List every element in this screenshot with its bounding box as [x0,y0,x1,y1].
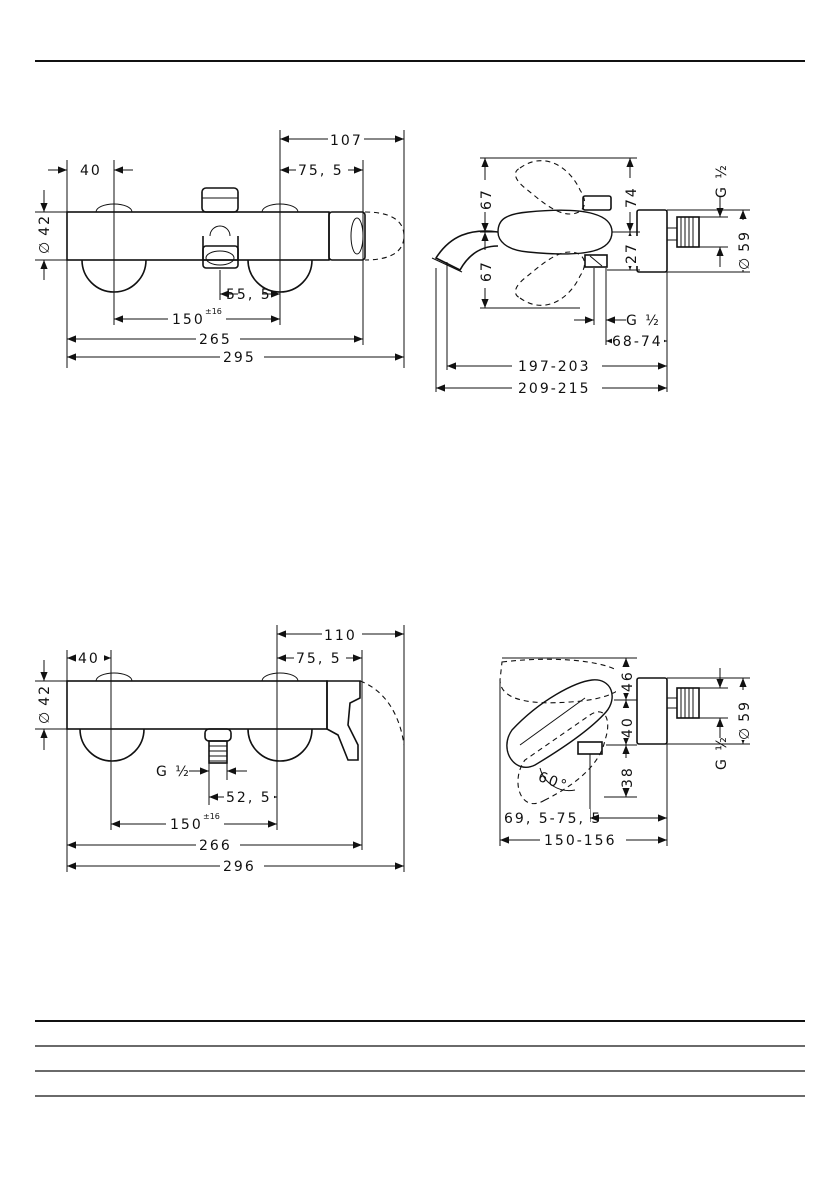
wall-plate [637,678,667,744]
dim-42: 42 [37,684,53,706]
handle-swing-outline [365,212,404,260]
diverter-knob [202,188,238,212]
dim-46: 46 [620,670,636,692]
svg-text:∅59: ∅ 59 [737,700,753,740]
dim-74: 74 [624,186,640,208]
diameter-symbol: ∅ [737,726,753,740]
diameter-symbol: ∅ [37,240,53,254]
mixer-body [67,212,329,260]
lever-swing-down [515,252,584,305]
dim-59: 59 [737,700,753,722]
dim-69-5-75-5: 69, 5-75, 5 [504,811,602,827]
bottom-valve [578,742,602,754]
dim-67-upper: 67 [479,188,495,210]
dim-42: 42 [37,214,53,236]
dim-40: 40 [78,651,100,667]
shower-outlet [205,729,231,741]
top-cap [583,196,611,210]
dim-52-5: 52, 5 [226,790,272,806]
dim-150-156: 150-156 [544,833,617,849]
angle-60: 60° [536,769,570,795]
dim-59: 59 [737,230,753,252]
dim-265: 265 [199,332,232,348]
lever-handle [327,681,360,760]
dim-107: 107 [330,133,363,149]
wall-plate [637,210,667,272]
bath-mixer-front-view: 40 107 75, 5 ∅ 42 55, 5 150 ±16 265 295 [35,130,404,368]
svg-text:∅59: ∅ 59 [737,230,753,270]
dim-266: 266 [199,838,232,854]
bath-mixer-side-view: 67 67 74 27 G ½ ∅ 59 G ½ 68-74 197-203 [432,158,753,397]
dim-55-5: 55, 5 [226,287,272,303]
thread-g-half-right: G ½ [714,163,730,198]
left-wall-connector [80,729,144,761]
dim-209-215: 209-215 [518,381,591,397]
tolerance-16: ±16 [203,812,220,821]
lever-side [498,210,612,254]
threaded-connector [677,688,699,718]
dim-75-5: 75, 5 [296,651,342,667]
thread-g-half-bottom: G ½ [626,313,661,329]
diameter-symbol: ∅ [737,256,753,270]
dim-68-74: 68-74 [612,334,663,350]
dim-150: 150 [170,817,203,833]
dim-296: 296 [223,859,256,875]
shower-mixer-front-view: 40 110 75, 5 ∅ 42 G ½ 52, 5 150 ±16 266 2… [35,625,404,875]
diameter-symbol: ∅ [37,710,53,724]
dim-40: 40 [80,163,102,179]
shower-mixer-side-view: 60° 46 40 38 ∅59 G ½ 69, [500,658,753,849]
dim-295: 295 [223,350,256,366]
dim-40: 40 [620,716,636,738]
mixer-body [67,681,327,729]
lever-swing-up [515,161,584,214]
threaded-connector [677,217,699,247]
thread-g-half: G ½ [714,735,730,770]
handle-swing-outline [360,681,404,745]
dim-38: 38 [620,766,636,788]
dim-27: 27 [624,242,640,264]
dim-197-203: 197-203 [518,359,591,375]
dim-75-5: 75, 5 [298,163,344,179]
thread-g-half: G ½ [156,764,191,780]
dim-150: 150 [172,312,205,328]
outlet-thread [209,741,227,763]
svg-text:∅42: ∅ 42 [37,214,53,254]
dim-67-lower: 67 [479,260,495,282]
right-wall-connector [248,729,312,761]
dim-110: 110 [324,628,357,644]
tolerance-16: ±16 [205,307,222,316]
svg-text:∅42: ∅ 42 [37,684,53,724]
